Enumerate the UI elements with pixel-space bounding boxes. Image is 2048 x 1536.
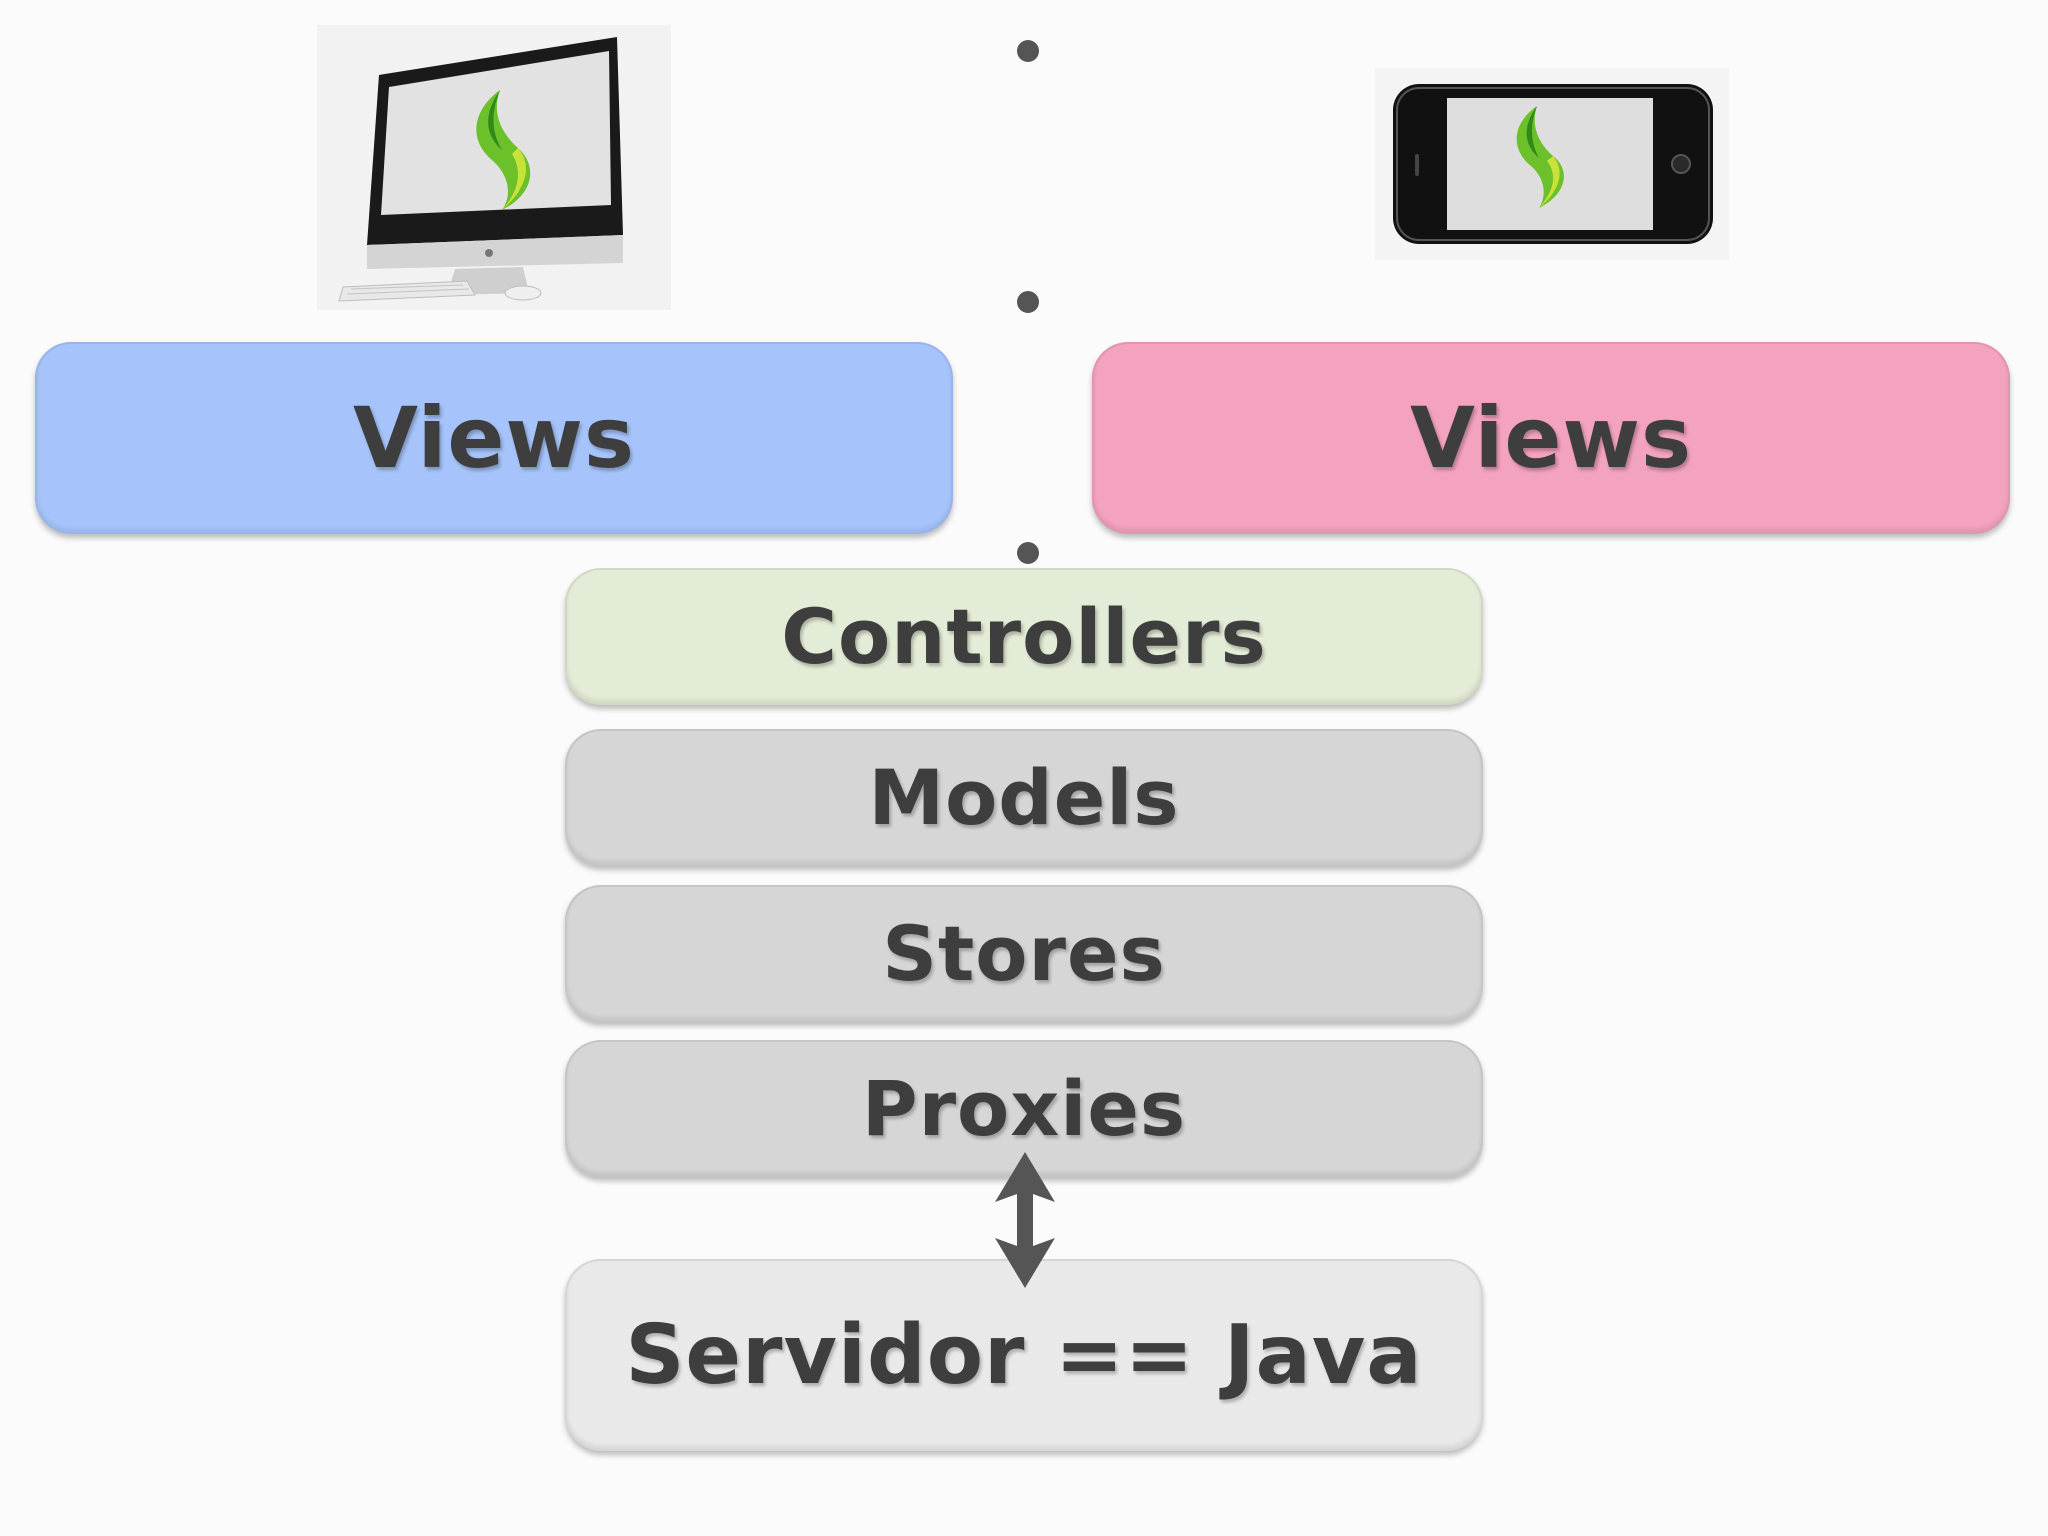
views-box-desktop: Views: [35, 342, 953, 534]
imac-desktop-drawing: [317, 25, 671, 310]
sencha-leaf-logo: [476, 90, 531, 210]
views-label-desktop: Views: [353, 389, 635, 487]
double-arrow-icon: [995, 1152, 1055, 1288]
proxies-label: Proxies: [861, 1064, 1187, 1153]
iphone-icon: [1375, 68, 1729, 260]
iphone-drawing: [1375, 68, 1729, 260]
controllers-label: Controllers: [781, 592, 1267, 681]
server-box: Servidor == Java: [565, 1259, 1483, 1451]
stores-label: Stores: [882, 909, 1166, 998]
controllers-box: Controllers: [565, 568, 1483, 705]
separator-dot-1: [1017, 40, 1039, 62]
separator-dot-3: [1017, 542, 1039, 564]
separator-dot-2: [1017, 291, 1039, 313]
imac-desktop-icon: [317, 25, 671, 310]
server-label: Servidor == Java: [625, 1307, 1423, 1403]
models-label: Models: [868, 753, 1180, 842]
models-box: Models: [565, 729, 1483, 866]
views-label-mobile: Views: [1410, 389, 1692, 487]
views-box-mobile: Views: [1092, 342, 2010, 534]
stores-box: Stores: [565, 885, 1483, 1022]
sencha-leaf-logo: [1516, 106, 1564, 208]
